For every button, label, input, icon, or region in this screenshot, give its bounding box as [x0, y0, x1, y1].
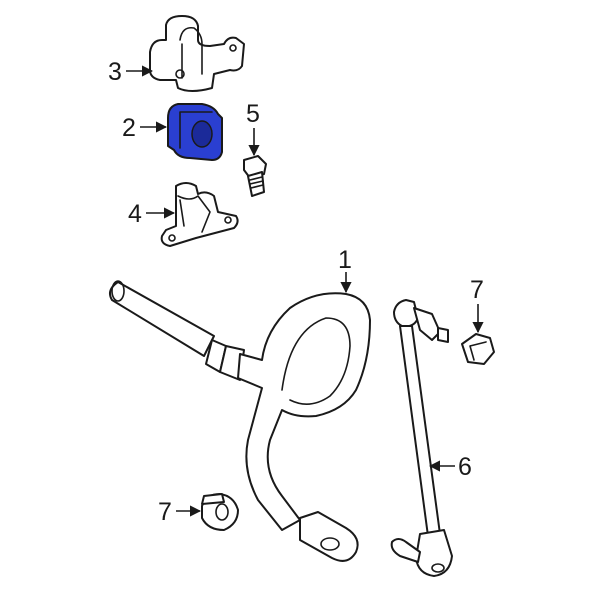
upper-bracket-part[interactable] — [149, 15, 245, 92]
stabilizer-link-part[interactable] — [390, 299, 453, 577]
callout-2: 2 — [122, 114, 168, 142]
lower-bracket-part[interactable] — [160, 182, 239, 247]
callout-1: 1 — [338, 246, 352, 294]
bolt-part[interactable] — [243, 155, 267, 197]
nut-part-left[interactable] — [201, 493, 239, 531]
callout-5-label: 5 — [246, 100, 260, 128]
callout-6: 6 — [428, 453, 472, 481]
callout-3-label: 3 — [108, 58, 122, 86]
callout-2-label: 2 — [122, 114, 136, 142]
callout-4-label: 4 — [128, 200, 142, 228]
stabilizer-bushing-part[interactable] — [167, 103, 223, 161]
callout-3: 3 — [108, 58, 154, 86]
callout-4: 4 — [128, 200, 176, 228]
stabilizer-bar-part[interactable] — [109, 280, 371, 562]
callout-6-label: 6 — [458, 453, 472, 481]
callout-1-label: 1 — [338, 246, 352, 274]
callout-5: 5 — [246, 100, 260, 157]
callout-7-left: 7 — [158, 498, 202, 526]
nut-part-right[interactable] — [461, 333, 495, 365]
callout-7-left-label: 7 — [158, 498, 172, 526]
callout-7-right-label: 7 — [470, 276, 484, 304]
callout-7-right: 7 — [470, 276, 484, 334]
